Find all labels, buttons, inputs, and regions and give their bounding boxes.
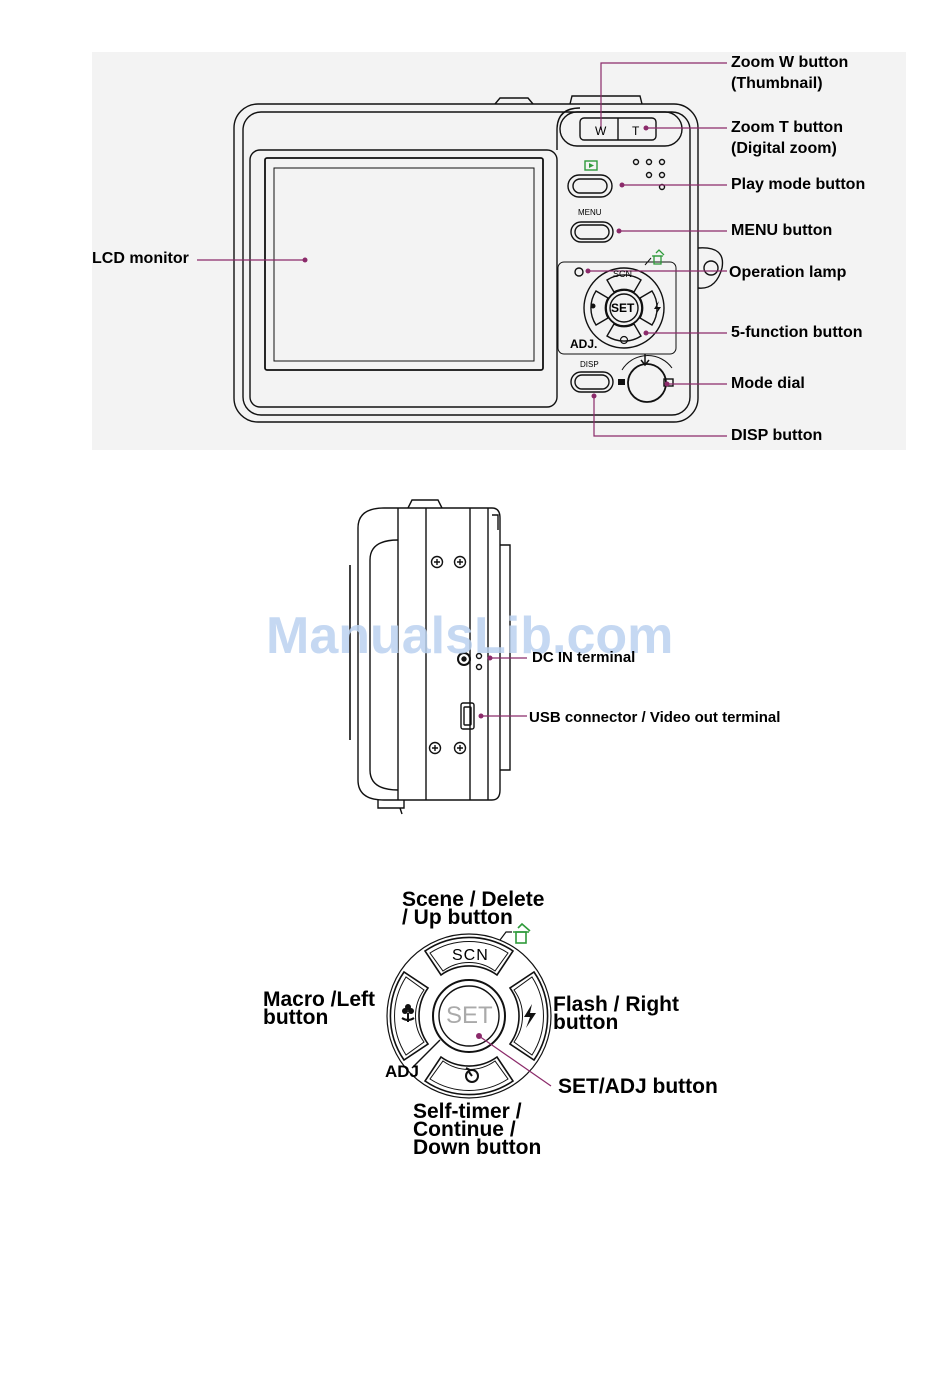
watermark: ManualsLib.com <box>266 607 674 665</box>
right-button-label-1: Flash / Right <box>553 993 679 1016</box>
zoom-t-label-1: Zoom T button <box>731 119 843 136</box>
zoom-t-text: T <box>632 124 640 138</box>
leader-lines <box>197 62 727 1087</box>
up-button-label-1: Scene / Delete <box>402 888 545 911</box>
trash-icon-detail <box>513 922 531 944</box>
play-icon <box>584 160 598 171</box>
zoom-t-label-2: (Digital zoom) <box>731 140 837 157</box>
scn-text-detail: SCN <box>452 947 489 964</box>
disp-text: DISP <box>580 360 599 369</box>
down-button-label-3: Down button <box>413 1136 542 1159</box>
left-button-label-1: Macro /Left <box>263 988 376 1011</box>
flash-bolt-icon <box>524 1004 536 1028</box>
trash-icon <box>652 249 665 265</box>
disp-button-label: DISP button <box>731 427 823 444</box>
scn-text: SCN <box>613 269 633 279</box>
zoom-w-label-2: (Thumbnail) <box>731 75 823 92</box>
set-text: SET <box>611 301 635 315</box>
zoom-w-text: W <box>595 124 607 138</box>
set-adj-label: SET/ADJ button <box>558 1075 718 1098</box>
back-view-panel <box>92 52 906 450</box>
play-mode-label: Play mode button <box>731 176 866 193</box>
macro-icon-small <box>590 303 596 309</box>
adj-text-detail: ADJ <box>385 1062 420 1081</box>
down-button-label-1: Self-timer / <box>413 1100 522 1123</box>
right-button-label-2: button <box>553 1011 619 1034</box>
up-button-label-2: / Up button <box>402 906 513 929</box>
self-timer-icon-small <box>619 335 629 345</box>
five-way-detail <box>386 931 552 1099</box>
down-button-label-2: Continue / <box>413 1118 516 1141</box>
macro-flower-icon <box>401 1004 415 1022</box>
usb-label: USB connector / Video out terminal <box>529 709 781 726</box>
five-function-label: 5-function button <box>731 324 863 341</box>
play-triangle-icon <box>589 163 594 168</box>
menu-button-label: MENU button <box>731 222 833 239</box>
back-view-camera <box>233 95 724 423</box>
arrow-down-icon <box>640 354 650 367</box>
left-button-label-2: button <box>263 1006 329 1029</box>
menu-text: MENU <box>578 208 602 217</box>
self-timer-icon <box>465 1067 479 1083</box>
adj-text: ADJ. <box>570 337 598 351</box>
mode-dial-label: Mode dial <box>731 375 805 392</box>
leader-dots <box>302 125 670 1039</box>
movie-icon <box>618 379 625 385</box>
dc-in-label: DC IN terminal <box>532 649 636 666</box>
zoom-w-label-1: Zoom W button <box>731 54 849 71</box>
flash-bolt-icon-small <box>654 301 661 316</box>
set-text-detail: SET <box>446 1002 493 1029</box>
lcd-monitor-label: LCD monitor <box>92 250 189 267</box>
operation-lamp-label: Operation lamp <box>729 264 847 281</box>
